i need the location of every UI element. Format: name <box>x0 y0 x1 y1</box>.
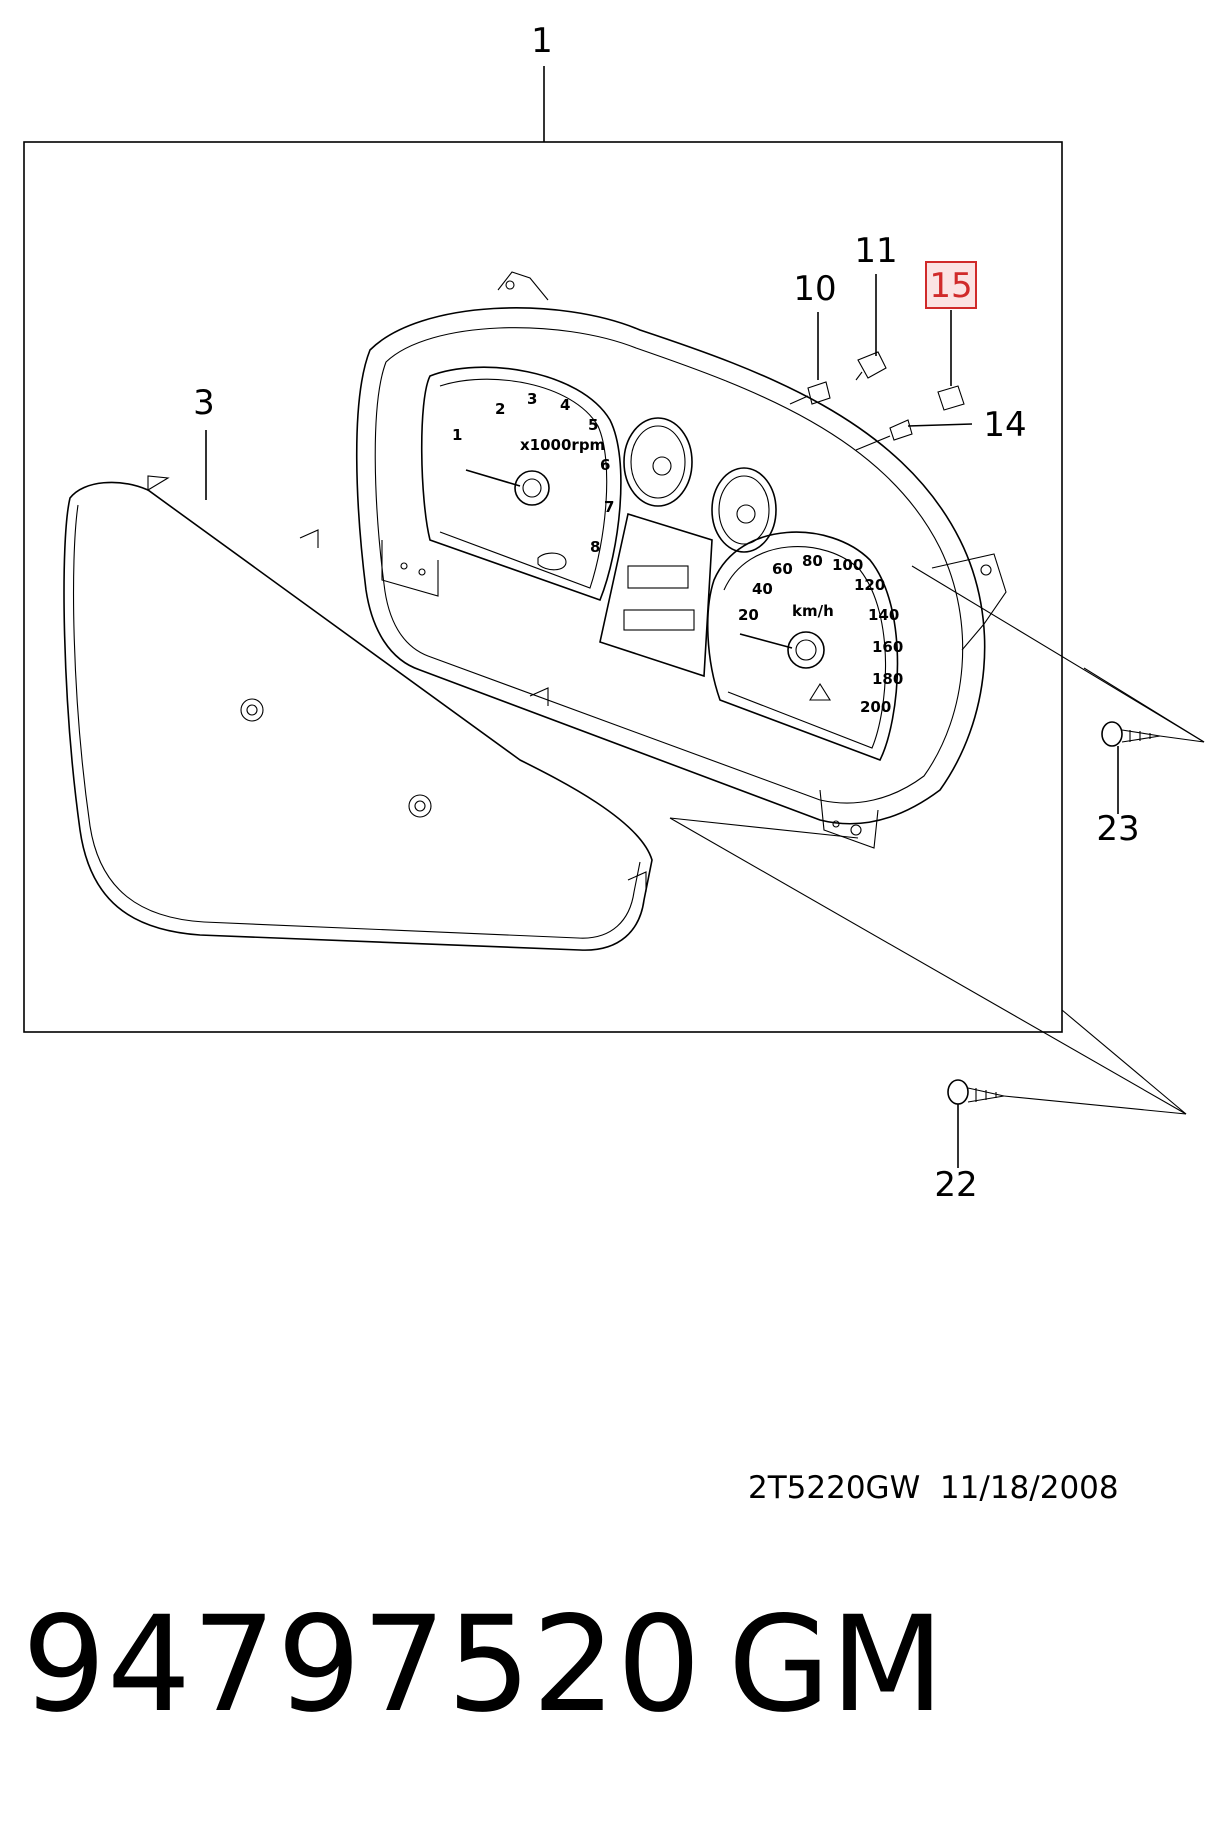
speedo-label-40: 40 <box>752 580 773 598</box>
speedo-unit: km/h <box>792 602 834 620</box>
callout-15-highlight-box <box>925 261 977 309</box>
callout-23[interactable]: 23 <box>1096 809 1139 849</box>
leader-14 <box>907 423 973 427</box>
screw-23 <box>1101 721 1161 747</box>
tacho-label-6: 6 <box>600 456 610 474</box>
guide-line-23a <box>911 565 1205 743</box>
guide-line-22a <box>669 817 1187 1115</box>
tacho-label-3: 3 <box>527 390 537 408</box>
guide-line-23b <box>1083 667 1205 743</box>
small-gauges <box>623 417 777 553</box>
tacho-label-2: 2 <box>495 400 505 418</box>
instrument-cluster: 1 2 3 4 5 6 7 8 x1000rpm <box>355 271 1007 849</box>
speedometer: 20 40 60 80 100 120 140 160 180 200 km/h <box>706 531 903 762</box>
tacho-label-4: 4 <box>560 396 570 414</box>
tacho-label-1: 1 <box>452 426 462 444</box>
speedo-label-140: 140 <box>868 606 899 624</box>
lens-cover <box>63 475 653 951</box>
part-number: 94797520 <box>22 1588 702 1742</box>
speedo-label-20: 20 <box>738 606 759 624</box>
callout-22[interactable]: 22 <box>934 1165 977 1205</box>
callout-10[interactable]: 10 <box>793 269 836 309</box>
speedo-label-120: 120 <box>854 576 885 594</box>
guide-line-22c <box>1061 1009 1187 1115</box>
socket-15 <box>937 385 965 411</box>
screw-22 <box>947 1079 1005 1105</box>
callout-1[interactable]: 1 <box>531 21 553 61</box>
callout-14[interactable]: 14 <box>983 405 1026 445</box>
tacho-label-8: 8 <box>590 538 600 556</box>
speedo-label-60: 60 <box>772 560 793 578</box>
speedo-label-180: 180 <box>872 670 903 688</box>
tacho-label-7: 7 <box>604 498 614 516</box>
callout-15[interactable]: 15 <box>929 266 972 306</box>
tachometer: 1 2 3 4 5 6 7 8 x1000rpm <box>420 366 622 602</box>
socket-11 <box>855 351 887 381</box>
guide-line-22b <box>669 817 859 839</box>
assembly-frame <box>23 141 1063 1033</box>
speedo-label-160: 160 <box>872 638 903 656</box>
bulb-10 <box>789 381 831 405</box>
guide-line-23c <box>1159 735 1205 743</box>
part-brand: GM <box>728 1588 945 1742</box>
tacho-unit: x1000rpm <box>520 436 605 454</box>
tacho-label-5: 5 <box>588 416 598 434</box>
guide-line-22d <box>1003 1095 1187 1115</box>
diagram-reference-code: 2T5220GW 11/18/2008 <box>748 1470 1119 1506</box>
callout-11[interactable]: 11 <box>854 231 897 271</box>
speedo-label-100: 100 <box>832 556 863 574</box>
bulb-14 <box>855 419 913 451</box>
lcd-display <box>599 512 713 678</box>
speedo-label-80: 80 <box>802 552 823 570</box>
callout-3[interactable]: 3 <box>193 383 215 423</box>
speedo-label-200: 200 <box>860 698 891 716</box>
